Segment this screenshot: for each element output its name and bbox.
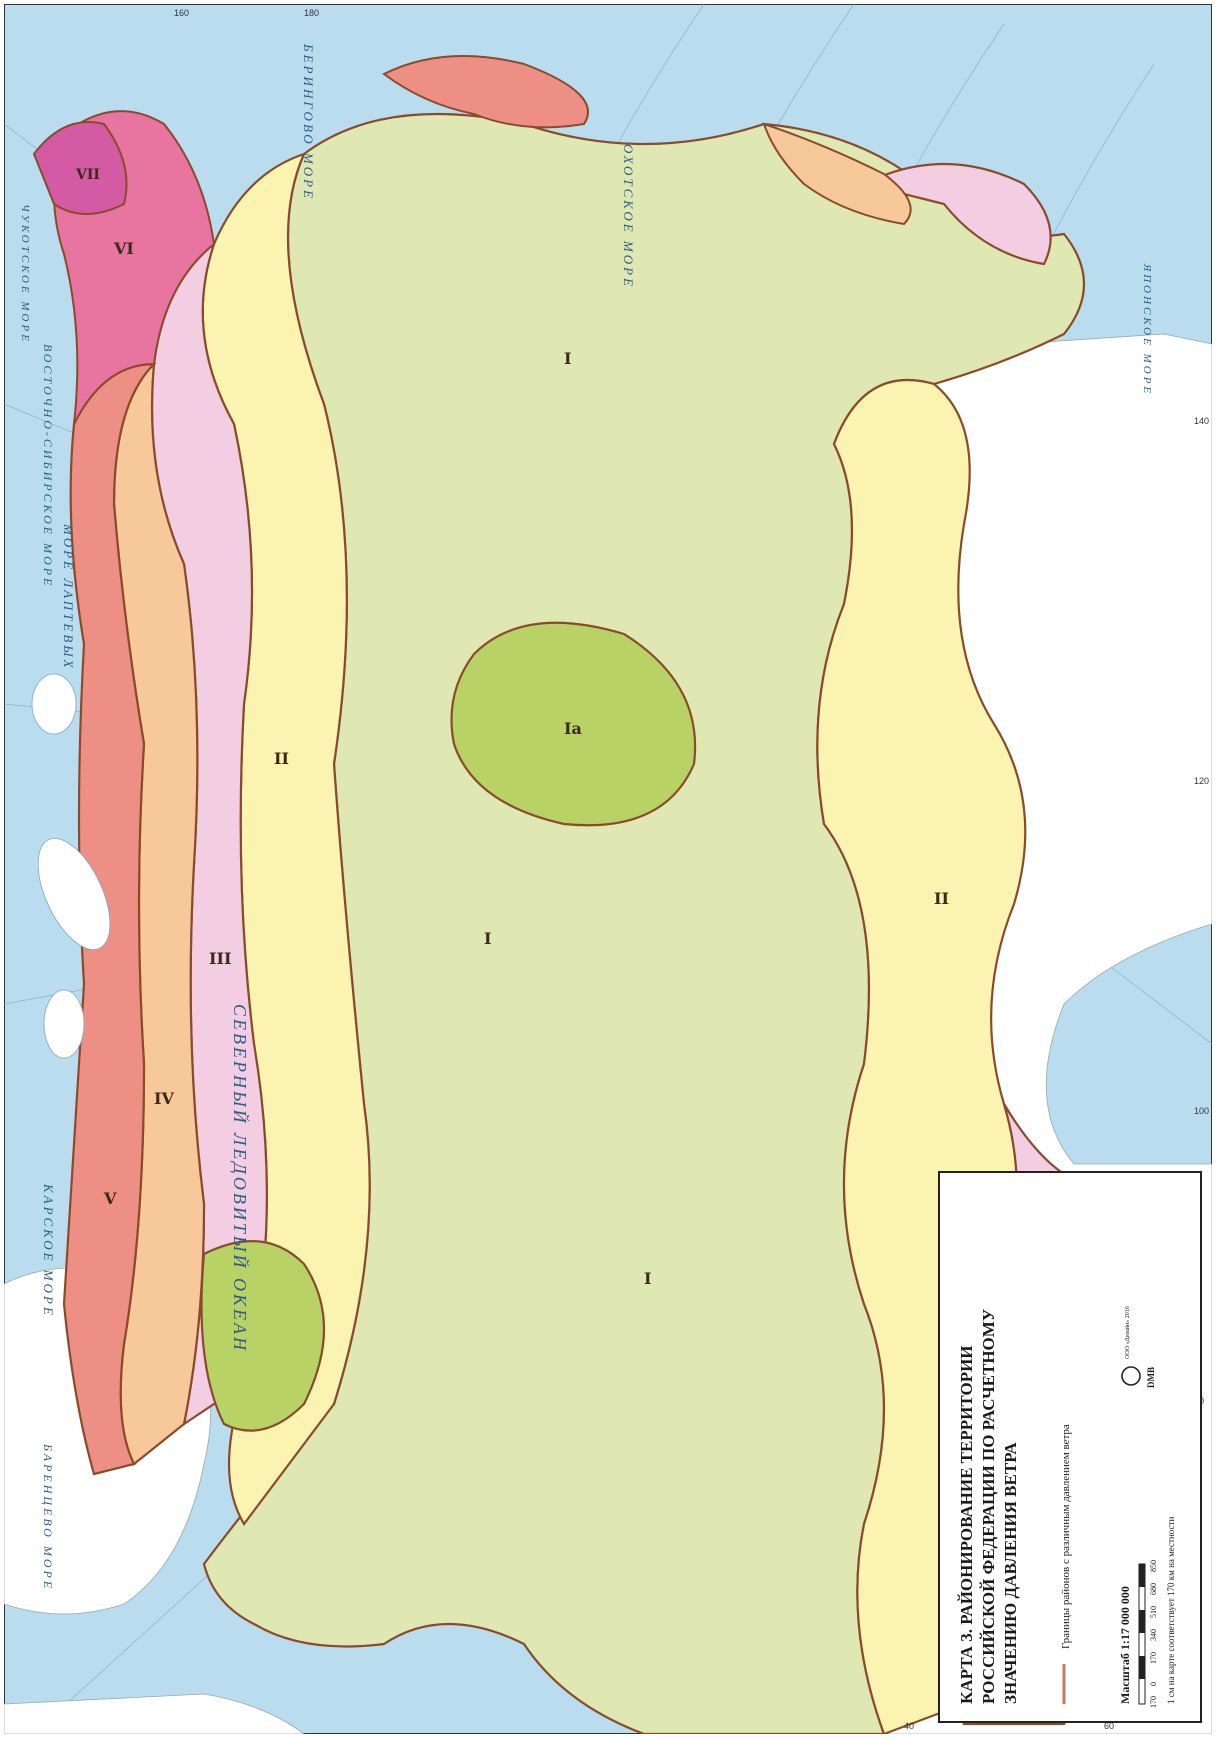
zone-numeral-IV: IV — [154, 1089, 174, 1108]
zone-numeral-I: I — [484, 929, 491, 948]
zone-numeral-VI: VI — [113, 239, 134, 258]
legend-boundary-caption: Границы районов с различным давлением ве… — [1060, 1424, 1072, 1649]
zone-Ia-siberia — [450, 621, 697, 827]
legend-title-line1: КАРТА 3. РАЙОНИРОВАНИЕ ТЕРРИТОРИИ — [957, 1345, 976, 1704]
zone-Ia-west — [200, 1240, 325, 1432]
scale-tick: 170 — [1149, 1696, 1158, 1708]
publisher-text: ООО «Дизайн» 2016 — [1124, 1306, 1131, 1359]
zone-VII — [32, 121, 128, 215]
zone-numeral-III: III — [209, 949, 231, 968]
lon-label: 40 — [904, 1721, 914, 1731]
zone-kamchatka — [382, 55, 589, 129]
legend-frame — [938, 1171, 1202, 1723]
map-frame: I I I Ia II II III III IV V VI VII СЕВЕР… — [4, 4, 1212, 1734]
scale-ticks: 170 0 170 340 510 680 850 — [1149, 1560, 1158, 1708]
publisher-logo-text: DMB — [1146, 1367, 1156, 1388]
zone-numeral-V: V — [103, 1189, 117, 1208]
scale-tick: 850 — [1149, 1560, 1158, 1572]
scale-tick: 680 — [1149, 1583, 1158, 1595]
lon-label: 140 — [1194, 416, 1209, 426]
legend-scale-note: 1 см на карте соответствует 170 км на ме… — [1166, 1517, 1176, 1704]
wind-pressure-map: I I I Ia II II III III IV V VI VII СЕВЕР… — [4, 4, 1212, 1734]
scale-tick: 510 — [1149, 1606, 1158, 1618]
zone-numeral-II: II — [274, 749, 289, 768]
arctic-islands — [31, 673, 111, 1059]
sea-label-laptev: МОРЕ ЛАПТЕВЫХ — [61, 523, 76, 671]
lon-label: 100 — [1194, 1106, 1209, 1116]
zone-numeral-II-b: II — [934, 889, 949, 908]
sea-label-east-siberian: ВОСТОЧНО-СИБИРСКОЕ МОРЕ — [41, 344, 55, 588]
lon-label: 120 — [1194, 776, 1209, 786]
lon-label: 60 — [1104, 1721, 1114, 1731]
lon-label: 160 — [174, 8, 189, 18]
publisher-logo: DMB ООО «Дизайн» 2016 — [1121, 1306, 1156, 1388]
scale-bar — [1138, 1563, 1146, 1705]
sea-label-kara: КАРСКОЕ МОРЕ — [41, 1183, 56, 1318]
zone-numeral-VII: VII — [75, 167, 100, 183]
sea-labels: СЕВЕРНЫЙ ЛЕДОВИТЫЙ ОКЕАН БЕРИНГОВО МОРЕ … — [19, 43, 1153, 1591]
sea-label-chukchi: ЧУКОТСКОЕ МОРЕ — [19, 204, 31, 344]
zone-numeral-I-b: I — [644, 1269, 651, 1288]
legend-box: КАРТА 3. РАЙОНИРОВАНИЕ ТЕРРИТОРИИ РОССИЙ… — [938, 1171, 1202, 1723]
zone-numeral-Ia: Ia — [564, 719, 582, 738]
lon-label: 180 — [304, 8, 319, 18]
zone-numeral-I-c: I — [564, 349, 571, 368]
sea-label-japan: ЯПОНСКОЕ МОРЕ — [1141, 263, 1153, 396]
legend-scale-title: Масштаб 1:17 000 000 — [1118, 1586, 1132, 1704]
legend-title-line2: РОССИЙСКОЙ ФЕДЕРАЦИИ ПО РАСЧЕТНОМУ — [979, 1308, 998, 1704]
zone-III-south — [860, 162, 1052, 266]
sea-label-arctic-ocean: СЕВЕРНЫЙ ЛЕДОВИТЫЙ ОКЕАН — [230, 1004, 252, 1353]
legend-title-line3: ЗНАЧЕНИЮ ДАВЛЕНИЯ ВЕТРА — [1001, 1442, 1020, 1704]
sea-label-bering: БЕРИНГОВО МОРЕ — [301, 43, 316, 201]
sea-label-barents: БАРЕНЦЕВО МОРЕ — [41, 1443, 55, 1591]
scale-tick: 0 — [1149, 1682, 1158, 1686]
zone-sakhalin — [762, 122, 912, 226]
scale-tick: 170 — [1149, 1652, 1158, 1664]
sea-label-okhotsk: ОХОТСКОЕ МОРЕ — [621, 144, 636, 289]
scale-tick: 340 — [1149, 1629, 1158, 1641]
